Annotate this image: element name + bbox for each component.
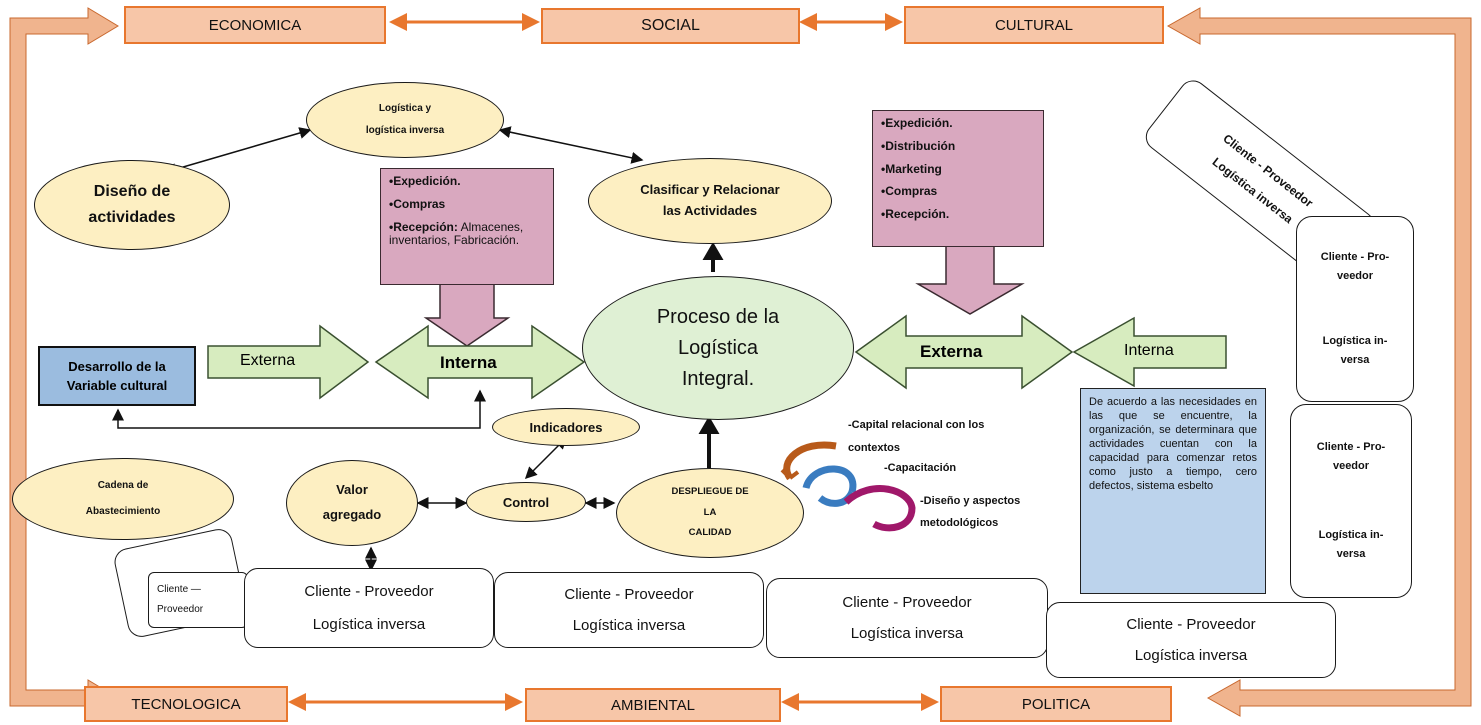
context-cultural: CULTURAL	[904, 6, 1164, 44]
context-social: SOCIAL	[541, 8, 800, 44]
context-economica: ECONOMICA	[124, 6, 386, 44]
black-connectors	[112, 126, 644, 572]
pink-box-left: •Expedición. •Compras •Recepción: Almace…	[380, 168, 554, 285]
externa-left-label: Externa	[240, 352, 296, 369]
interna-left-label: Interna	[440, 353, 497, 372]
thick-up-arrows	[698, 242, 724, 468]
blue-note-box: De acuerdo a las necesidades en las que …	[1080, 388, 1266, 594]
control-node: Control	[466, 482, 586, 522]
pink-box-right: •Expedición. •Distribución •Marketing •C…	[872, 110, 1044, 247]
small-cp-box: Cliente —Proveedor	[148, 572, 248, 628]
interna-right-label: Interna	[1124, 342, 1174, 359]
externa-right-label: Externa	[920, 342, 983, 361]
context-arrows	[288, 13, 939, 711]
vertical-cp-box-1: Cliente - Pro-veedor Logística in-versa	[1296, 216, 1414, 402]
green-arrows	[207, 314, 1227, 400]
vertical-cp-box-2: Cliente - Pro-veedor Logística in-versa	[1290, 404, 1412, 598]
context-politica: POLITICA	[940, 686, 1172, 722]
cycle-swirl-icon	[780, 441, 916, 532]
indicadores-node: Indicadores	[492, 408, 640, 446]
pink-arrow-heads	[423, 245, 1025, 347]
capacitacion-text: -Capacitación	[884, 462, 957, 474]
context-tecnologica: TECNOLOGICA	[84, 686, 288, 722]
context-ambiental: AMBIENTAL	[525, 688, 781, 722]
